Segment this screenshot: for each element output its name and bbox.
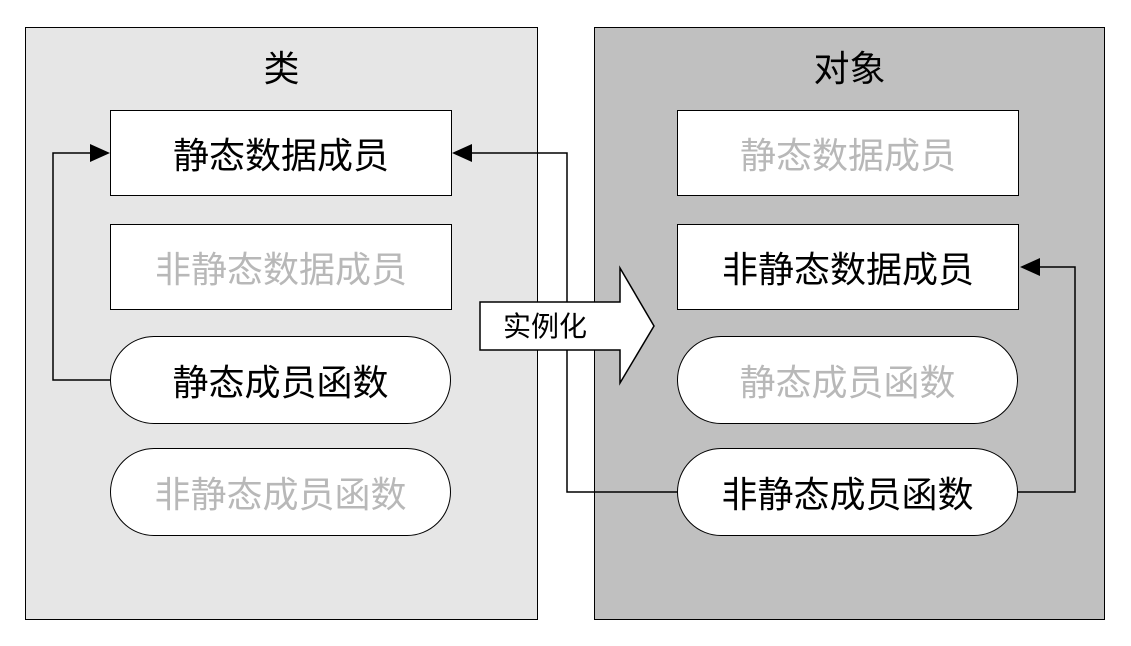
class-nonstatic-member-function: 非静态成员函数 xyxy=(110,448,451,536)
object-nonstatic-data-member: 非静态数据成员 xyxy=(677,224,1019,310)
object-nonstatic-data-arrowhead xyxy=(1020,258,1040,276)
class-static-data-member: 静态数据成员 xyxy=(110,110,452,196)
object-panel-title: 对象 xyxy=(813,49,886,90)
object-nonstatic-function-to-nonstatic-data-line xyxy=(1018,266,1076,493)
class-nonstatic-data-member: 非静态数据成员 xyxy=(110,224,452,310)
class-static-data-arrowhead xyxy=(90,144,110,162)
object-static-member-function: 静态成员函数 xyxy=(677,336,1018,424)
class-static-data-right-arrowhead xyxy=(452,144,472,162)
class-static-function-to-static-data-line xyxy=(52,152,110,381)
instantiate-label: 实例化 xyxy=(502,310,587,343)
class-static-member-function: 静态成员函数 xyxy=(110,336,451,424)
class-panel-title: 类 xyxy=(263,49,300,90)
object-nonstatic-member-function: 非静态成员函数 xyxy=(677,448,1018,536)
object-static-data-member: 静态数据成员 xyxy=(677,110,1019,196)
instantiate-arrow-shape xyxy=(479,265,655,386)
